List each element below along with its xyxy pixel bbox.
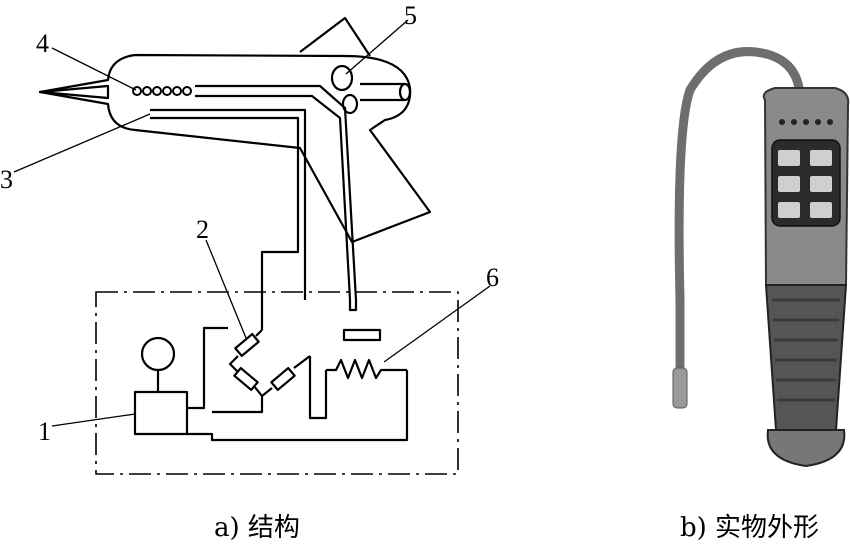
caption-appearance: b) 实物外形 (680, 513, 819, 543)
button-icon[interactable] (810, 176, 832, 192)
bridge-wiring (212, 329, 311, 414)
enclosure-box (95, 291, 459, 475)
probe-tip (672, 367, 688, 409)
outlet-port-5b (341, 93, 359, 115)
outlet-tube-end (398, 82, 412, 102)
label-part-3: 3 (0, 165, 13, 194)
inner-channel-a (195, 84, 358, 301)
pressure-gauge (140, 336, 176, 372)
label-part-2: 2 (196, 215, 209, 244)
button-icon[interactable] (778, 202, 800, 218)
label-part-4: 4 (36, 29, 49, 58)
button-icon[interactable] (810, 202, 832, 218)
device-base (766, 429, 846, 468)
button-icon[interactable] (810, 150, 832, 166)
leader-2 (205, 239, 247, 339)
leader-5 (345, 19, 409, 75)
leader-1 (51, 413, 136, 427)
label-part-5: 5 (404, 1, 417, 30)
leader-3 (13, 113, 151, 173)
caption-structure: a) 结构 (214, 513, 300, 543)
heater-wiring (308, 356, 328, 420)
sensor-element-2a (234, 332, 260, 358)
heater-plate (342, 328, 382, 342)
outlet-tube (360, 82, 405, 102)
leader-6 (383, 285, 491, 363)
button-icon[interactable] (778, 150, 800, 166)
grip-ribs (772, 298, 840, 402)
indicator-lights (779, 119, 833, 125)
pump-1 (133, 390, 189, 436)
structure-diagram (13, 16, 491, 475)
device-grip (764, 284, 848, 431)
device-illustration (672, 47, 850, 468)
leader-4 (51, 47, 137, 91)
label-part-6: 6 (486, 263, 499, 292)
sensor-element-2c (270, 366, 296, 392)
sensor-tube-3 (150, 108, 307, 330)
button-icon[interactable] (778, 176, 800, 192)
handle-flap (299, 16, 371, 57)
nozzle-tip (38, 84, 110, 100)
pump-pipe (187, 326, 409, 442)
flexible-probe (674, 47, 805, 400)
resistor-6 (326, 358, 407, 380)
outlet-port-5 (330, 64, 354, 92)
heating-coil (132, 86, 192, 96)
label-part-1: 1 (38, 417, 51, 446)
inner-channel-b (195, 94, 352, 301)
outlet-duct (348, 300, 358, 312)
panel-buttons (778, 150, 832, 218)
